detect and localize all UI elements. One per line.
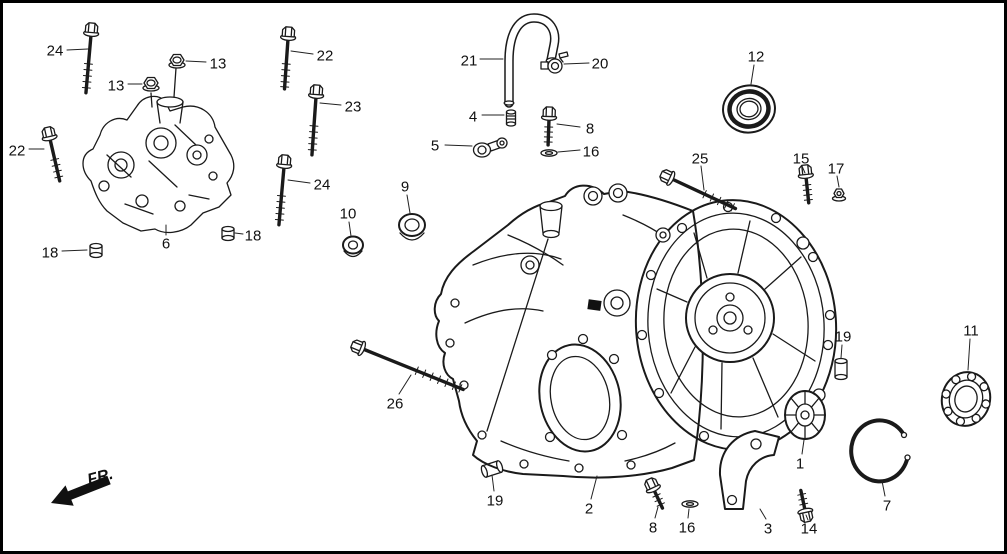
part-number-12: 12 bbox=[748, 48, 765, 65]
bolt-24-top-left bbox=[78, 22, 99, 93]
bushing-9-drawing bbox=[398, 213, 426, 241]
part-number-18: 18 bbox=[245, 227, 262, 244]
leader-line-part-23 bbox=[319, 102, 342, 106]
part-number-14: 14 bbox=[801, 520, 818, 537]
part-number-4: 4 bbox=[469, 108, 477, 125]
fr-direction-label: FR. bbox=[86, 466, 115, 489]
bolt-15 bbox=[797, 164, 816, 203]
part-number-7: 7 bbox=[883, 497, 891, 514]
part-number-13: 13 bbox=[108, 77, 125, 94]
bolt-8-bottom bbox=[642, 476, 669, 511]
part-number-19: 19 bbox=[835, 328, 852, 345]
speedometer-gear-1-drawing bbox=[784, 390, 826, 440]
parts-diagram-canvas: FR. 241313222322241861821204851612910251… bbox=[9, 13, 992, 537]
clamp-bracket-drawing bbox=[472, 137, 508, 158]
leader-line-part-19 bbox=[491, 474, 495, 492]
joint-pipe-drawing bbox=[505, 109, 517, 127]
bolt-23 bbox=[304, 85, 324, 156]
leader-line-part-17 bbox=[836, 175, 840, 188]
leader-line-part-18 bbox=[61, 249, 88, 252]
leader-line-part-10 bbox=[348, 221, 352, 237]
cap-18-right bbox=[221, 225, 235, 242]
part-number-8: 8 bbox=[586, 120, 594, 137]
oil-seal-12-drawing bbox=[722, 84, 776, 134]
leader-line-part-16 bbox=[687, 508, 690, 519]
bolt-22-top bbox=[277, 27, 296, 90]
part-number-25: 25 bbox=[692, 150, 709, 167]
ball-bearing-11-drawing bbox=[940, 371, 992, 427]
washer-16-top bbox=[540, 149, 558, 157]
leader-line-part-13 bbox=[185, 60, 207, 63]
leader-line-part-5 bbox=[444, 144, 473, 147]
side-cover-assembly-drawing bbox=[82, 67, 235, 234]
part-number-24: 24 bbox=[47, 42, 64, 59]
leader-line-part-19 bbox=[840, 344, 843, 359]
part-number-20: 20 bbox=[592, 55, 609, 72]
leader-line-part-2 bbox=[590, 475, 598, 500]
part-number-16: 16 bbox=[583, 143, 600, 160]
stopper-bracket-3-drawing bbox=[718, 430, 780, 510]
leader-line-part-14 bbox=[805, 514, 809, 521]
flanged-nut-13-left bbox=[142, 76, 160, 92]
part-number-22: 22 bbox=[9, 142, 26, 159]
part-number-17: 17 bbox=[828, 160, 845, 177]
part-number-8: 8 bbox=[649, 519, 657, 536]
part-number-19: 19 bbox=[487, 492, 504, 509]
part-number-9: 9 bbox=[401, 178, 409, 195]
part-number-21: 21 bbox=[461, 52, 478, 69]
leader-line-part-24 bbox=[66, 48, 89, 51]
part-number-1: 1 bbox=[796, 455, 804, 472]
leader-line-part-12 bbox=[750, 64, 755, 85]
part-number-11: 11 bbox=[963, 322, 979, 339]
leader-line-part-24 bbox=[287, 179, 311, 184]
part-number-3: 3 bbox=[764, 520, 772, 537]
flanged-nut-13-right bbox=[168, 53, 186, 69]
snap-ring-7-drawing bbox=[849, 418, 911, 484]
part-number-13: 13 bbox=[210, 55, 227, 72]
bolt-8-top bbox=[541, 107, 557, 146]
nut-17-drawing bbox=[831, 188, 847, 202]
leader-line-part-8 bbox=[556, 123, 581, 128]
leader-line-part-20 bbox=[563, 62, 590, 65]
leader-line-part-7 bbox=[881, 480, 886, 497]
leader-line-part-25 bbox=[700, 165, 705, 191]
cap-18-left bbox=[89, 242, 103, 259]
part-number-6: 6 bbox=[162, 235, 170, 252]
part-number-5: 5 bbox=[431, 137, 439, 154]
bolt-14 bbox=[794, 489, 815, 523]
hose-clamp-drawing bbox=[540, 51, 569, 74]
part-number-22: 22 bbox=[317, 47, 334, 64]
part-number-16: 16 bbox=[679, 519, 696, 536]
part-number-15: 15 bbox=[793, 150, 810, 167]
leader-line-part-22 bbox=[290, 50, 314, 55]
cap-10-drawing bbox=[342, 235, 364, 258]
leader-line-part-26 bbox=[398, 374, 412, 395]
leader-line-part-9 bbox=[406, 194, 411, 214]
part-number-23: 23 bbox=[345, 98, 362, 115]
leader-line-part-8 bbox=[654, 506, 659, 519]
leader-line-part-18 bbox=[234, 232, 244, 235]
leader-line-part-15 bbox=[801, 165, 806, 174]
part-number-2: 2 bbox=[585, 500, 593, 517]
part-number-26: 26 bbox=[387, 395, 404, 412]
leader-line-part-3 bbox=[759, 508, 767, 520]
bolt-24-right bbox=[271, 154, 292, 225]
washer-16-bottom bbox=[681, 500, 699, 508]
bolt-22-left bbox=[40, 126, 67, 183]
part-number-18: 18 bbox=[42, 244, 59, 261]
leader-line-part-11 bbox=[967, 338, 971, 371]
part-number-10: 10 bbox=[340, 205, 357, 222]
dowel-pin-19-right bbox=[834, 357, 848, 381]
breather-hose-drawing bbox=[503, 13, 560, 108]
leader-line-part-1 bbox=[801, 439, 805, 455]
part-number-24: 24 bbox=[314, 176, 331, 193]
fr-direction-arrow: FR. bbox=[51, 466, 115, 506]
transmission-housing-drawing bbox=[433, 183, 704, 479]
leader-line-part-16 bbox=[557, 149, 581, 153]
